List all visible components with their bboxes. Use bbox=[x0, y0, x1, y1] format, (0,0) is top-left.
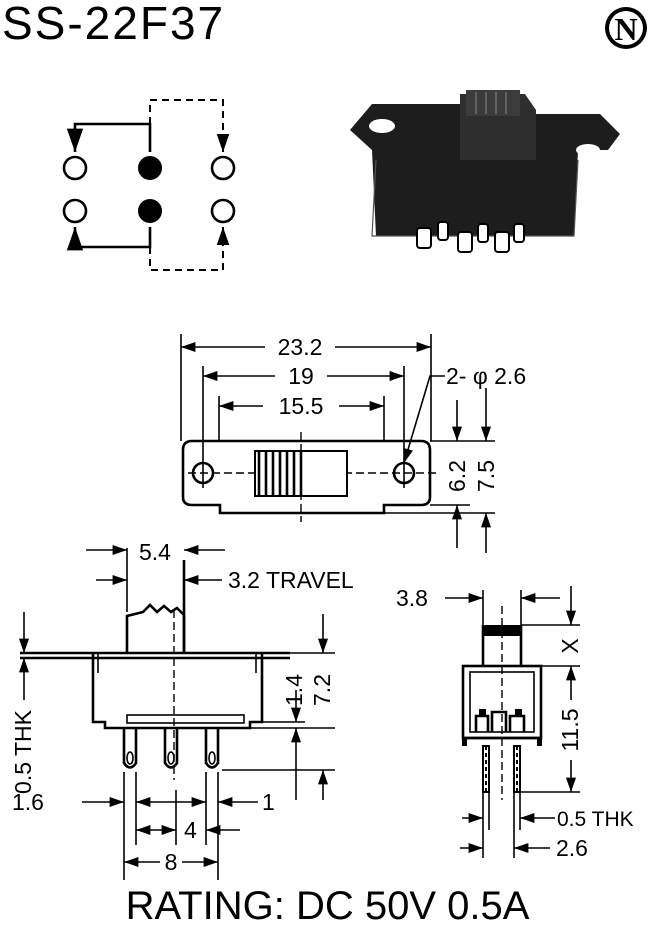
dim-overall-width: 23.2 bbox=[278, 334, 323, 360]
dim-hole-pitch: 19 bbox=[288, 363, 314, 389]
dim-pin-width: 1 bbox=[262, 789, 275, 815]
solid-connection-lines bbox=[66, 122, 152, 251]
end-view-drawing: 3.8 X 11.5 0.5 THK 2.6 bbox=[396, 585, 634, 861]
dim-pin-pitch: 4 bbox=[184, 817, 197, 843]
switch-product-image bbox=[350, 90, 620, 253]
dim-end-height: 11.5 bbox=[557, 708, 583, 751]
dim-end-pin-span: 2.6 bbox=[556, 835, 588, 861]
slider-ridges bbox=[257, 451, 303, 496]
dim-edge-offset: 1.6 bbox=[12, 789, 44, 815]
dim-end-width: 3.8 bbox=[396, 585, 428, 611]
solder-pins bbox=[122, 728, 220, 769]
dim-travel: 3.2 TRAVEL bbox=[228, 567, 354, 593]
electrical-rating: RATING: DC 50V 0.5A bbox=[125, 884, 530, 928]
svg-text:N: N bbox=[614, 11, 637, 47]
contact-terminal bbox=[62, 155, 236, 224]
dim-outer-height: 7.5 bbox=[473, 460, 499, 492]
dim-gap-height: 1.4 bbox=[281, 674, 307, 706]
dim-mount-holes: 2- φ 2.6 bbox=[446, 363, 526, 389]
dim-x: X bbox=[557, 638, 583, 653]
top-view-drawing: 23.2 19 15.5 2- φ 2.6 6.2 7.5 bbox=[180, 334, 526, 553]
part-number-title: SS-22F37 bbox=[2, 0, 226, 49]
dashed-connection-lines bbox=[149, 99, 230, 271]
circuit-schematic bbox=[62, 99, 236, 271]
dim-inner-height: 6.2 bbox=[444, 460, 470, 492]
dim-pin-span: 8 bbox=[165, 849, 178, 875]
dim-pin-thickness: 0.5 THK bbox=[557, 808, 634, 831]
side-view-drawing: 5.4 3.2 TRAVEL 0.5 THK 1.4 7.2 1.6 1 bbox=[10, 539, 354, 880]
brand-logo: N bbox=[605, 7, 647, 49]
dim-body-height: 7.2 bbox=[309, 674, 335, 706]
dim-plate-thickness: 0.5 THK bbox=[10, 709, 36, 794]
dim-slot-length: 15.5 bbox=[279, 393, 324, 419]
dim-knob-width: 5.4 bbox=[139, 539, 171, 565]
